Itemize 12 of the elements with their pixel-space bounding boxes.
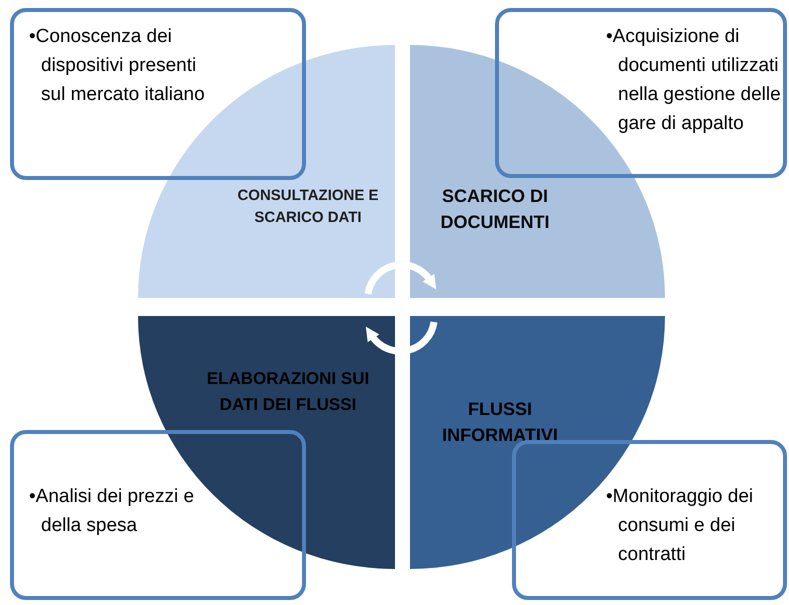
segment-label: FLUSSI INFORMATIVI bbox=[441, 398, 559, 447]
bullet-text: •Conoscenza dei dispositivi presenti sul mercato italiano bbox=[29, 25, 206, 107]
text-card bbox=[495, 8, 787, 178]
segment-label: CONSULTAZIONE E SCARICO DATI bbox=[236, 186, 380, 228]
text-card bbox=[512, 440, 787, 600]
bullet-text: •Acquisizione di documenti utilizzati nella gestione delle gare di appalto bbox=[606, 25, 782, 136]
text-card bbox=[10, 8, 306, 180]
segment-label: SCARICO DI DOCUMENTI bbox=[440, 185, 550, 234]
segment-label: ELABORAZIONI SUI DATI DEI FLUSSI bbox=[206, 368, 370, 416]
bullet-text: •Monitoraggio dei consumi e dei contratti bbox=[606, 485, 754, 567]
bullet-text: •Analisi dei prezzi e della spesa bbox=[29, 485, 196, 538]
text-card bbox=[10, 430, 306, 600]
